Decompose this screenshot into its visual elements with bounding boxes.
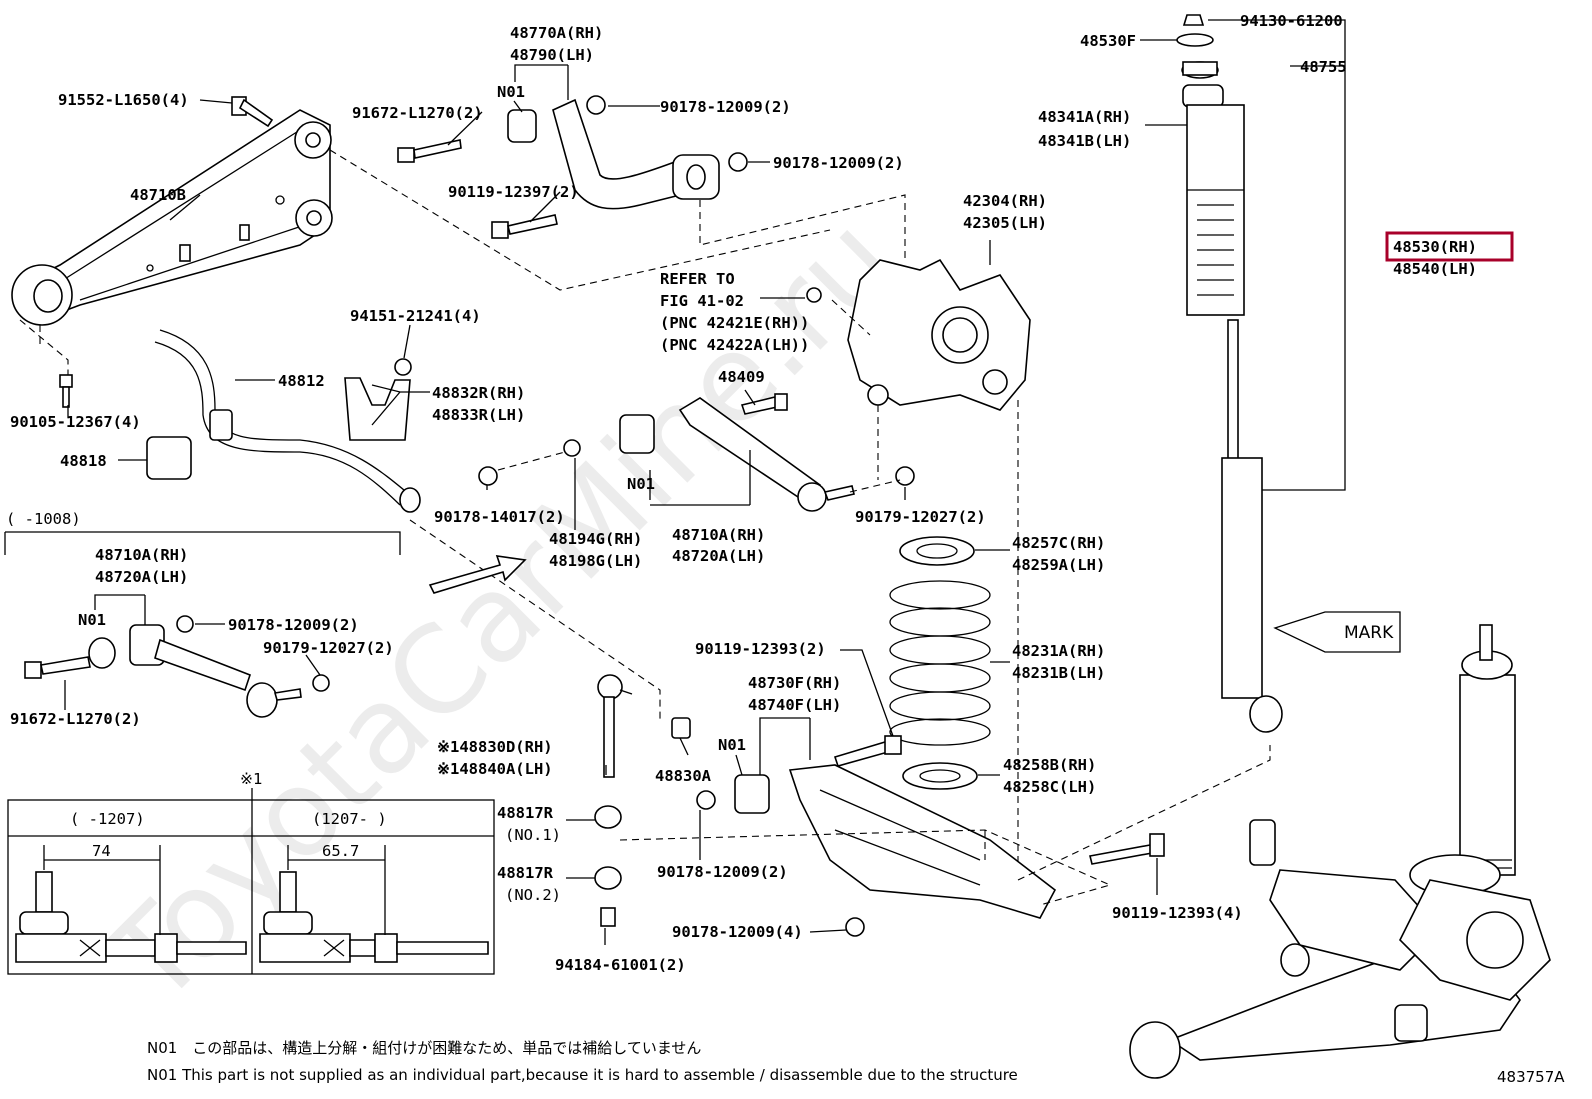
label-48530: 48530(RH) [1393, 238, 1477, 256]
lower-arm-48730f-drawing [696, 735, 1165, 937]
label-n01-top: N01 [497, 83, 525, 101]
label-94130: 94130-61200 [1240, 12, 1343, 30]
label-mark: MARK [1344, 623, 1394, 643]
label-48198g: 48198G(LH) [549, 552, 642, 570]
lateral-arm-old-drawing [24, 615, 330, 718]
label-dim-b: 65.7 [322, 842, 359, 860]
note-japanese: N01 この部品は、構造上分解・組付けが困難なため、単品では補給していません [147, 1039, 701, 1057]
label-48710a: 48710A(RH) [672, 526, 765, 544]
label-42305: 42305(LH) [963, 214, 1047, 232]
label-48540: 48540(LH) [1393, 260, 1477, 278]
label-90105: 90105-12367(4) [10, 413, 141, 431]
label-91552: 91552-L1650(4) [58, 91, 189, 109]
bolt-91672-drawing [397, 139, 462, 163]
label-no1: (NO.1) [505, 826, 561, 844]
label-48341a: 48341A(RH) [1038, 108, 1131, 126]
label-48530f: 48530F [1080, 32, 1136, 50]
label-91672: 91672-L1270(2) [352, 104, 483, 122]
label-48830a: 48830A [655, 767, 712, 785]
label-refer-3: (PNC 42421E(RH)) [660, 314, 809, 332]
washer-48194g-drawing [563, 439, 581, 457]
stabilizer-bar-drawing [154, 329, 421, 513]
label-n01-low: N01 [718, 736, 746, 754]
label-48194g: 48194G(RH) [549, 530, 642, 548]
label-94184: 94184-61001(2) [555, 956, 686, 974]
label-48409: 48409 [718, 368, 765, 386]
label-no2: (NO.2) [505, 886, 561, 904]
label-91672-b: 91672-L1270(2) [10, 710, 141, 728]
length-table [7, 788, 495, 975]
knuckle-42304-drawing [806, 258, 1031, 411]
label-48231b: 48231B(LH) [1012, 664, 1105, 682]
label-90119-a: 90119-12397(2) [448, 183, 579, 201]
label-48730f: 48730F(RH) [748, 674, 841, 692]
upper-arm-48770a-drawing [507, 95, 748, 210]
label-48840a: ※148840A(LH) [437, 760, 553, 778]
label-90178-d: 90178-12009(2) [657, 863, 788, 881]
label-48830d: ※148830D(RH) [437, 738, 553, 756]
bracket-48832r-drawing [344, 358, 412, 441]
label-48258c: 48258C(LH) [1003, 778, 1096, 796]
label-48259a: 48259A(LH) [1012, 556, 1105, 574]
label-n01-mid: N01 [627, 475, 655, 493]
label-refer-1: REFER TO [660, 270, 735, 288]
nut-90178-14017-drawing [478, 466, 498, 486]
label-refer-2: FIG 41-02 [660, 292, 744, 310]
link-drawing-b [259, 845, 489, 963]
label-94151: 94151-21241(4) [350, 307, 481, 325]
label-ref1: ※1 [240, 770, 262, 788]
stabilizer-link-drawing [594, 674, 691, 927]
label-48755: 48755 [1300, 58, 1347, 76]
direction-arrow [428, 555, 527, 594]
label-90119-c: 90119-12393(4) [1112, 904, 1243, 922]
coil-spring-drawing [889, 536, 991, 790]
label-48740f: 48740F(LH) [748, 696, 841, 714]
label-48790: 48790(LH) [510, 46, 594, 64]
highlight-48530 [1385, 231, 1514, 262]
label-48832r: 48832R(RH) [432, 384, 525, 402]
nut-90179-drawing [895, 466, 915, 486]
label-48833r: 48833R(LH) [432, 406, 525, 424]
label-90179-b: 90179-12027(2) [263, 639, 394, 657]
bolt-90105-drawing [59, 374, 73, 408]
label-48257c: 48257C(RH) [1012, 534, 1105, 552]
label-48231a: 48231A(RH) [1012, 642, 1105, 660]
label-48341b: 48341B(LH) [1038, 132, 1131, 150]
label-range-1008: ( -1008) [6, 510, 81, 528]
label-dim-a: 74 [92, 842, 111, 860]
leader-lines [64, 39, 1187, 945]
label-90178-c: 90178-12009(2) [228, 616, 359, 634]
label-48258b: 48258B(RH) [1003, 756, 1096, 774]
label-48817r-1: 48817R [497, 804, 554, 822]
shock-absorber-drawing [1176, 14, 1283, 733]
assembled-view-drawing [1129, 624, 1551, 1079]
label-90119-b: 90119-12393(2) [695, 640, 826, 658]
label-48818: 48818 [60, 452, 107, 470]
label-48710a-b: 48710A(RH) [95, 546, 188, 564]
label-n01-left: N01 [78, 611, 106, 629]
figure-number: 483757A [1497, 1068, 1565, 1086]
label-48812: 48812 [278, 372, 325, 390]
label-48720a: 48720A(LH) [672, 547, 765, 565]
label-48770a: 48770A(RH) [510, 24, 603, 42]
label-48710b: 48710B [130, 186, 186, 204]
link-drawing-a [15, 845, 247, 963]
label-48817r-2: 48817R [497, 864, 554, 882]
label-90178-e: 90178-12009(4) [672, 923, 803, 941]
label-90178-14017: 90178-14017(2) [434, 508, 565, 526]
note-english: N01 This part is not supplied as an indi… [147, 1066, 1018, 1084]
bolt-90119-top-drawing [491, 214, 558, 239]
label-refer-4: (PNC 42422A(LH)) [660, 336, 809, 354]
label-48720a-b: 48720A(LH) [95, 568, 188, 586]
bushing-48818-drawing [146, 436, 192, 480]
label-range-a: ( -1207) [70, 810, 145, 828]
label-range-b: (1207- ) [312, 810, 387, 828]
bolt-91552-drawing [231, 96, 274, 128]
mark-callout [1273, 611, 1401, 653]
label-90178-a: 90178-12009(2) [660, 98, 791, 116]
label-90178-b: 90178-12009(2) [773, 154, 904, 172]
label-90179-a: 90179-12027(2) [855, 508, 986, 526]
label-42304: 42304(RH) [963, 192, 1047, 210]
